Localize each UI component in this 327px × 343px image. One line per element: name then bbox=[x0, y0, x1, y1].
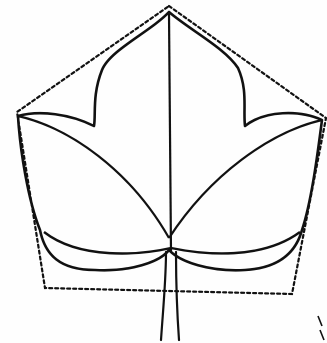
side-vein-left-upper bbox=[18, 116, 169, 238]
stray-mark bbox=[318, 316, 324, 340]
lower-lobe-curve-right bbox=[171, 232, 300, 253]
petiole bbox=[161, 252, 179, 340]
side-vein-right-upper bbox=[169, 120, 322, 238]
lower-lobe-curve-left bbox=[44, 232, 171, 253]
midrib bbox=[169, 14, 171, 252]
